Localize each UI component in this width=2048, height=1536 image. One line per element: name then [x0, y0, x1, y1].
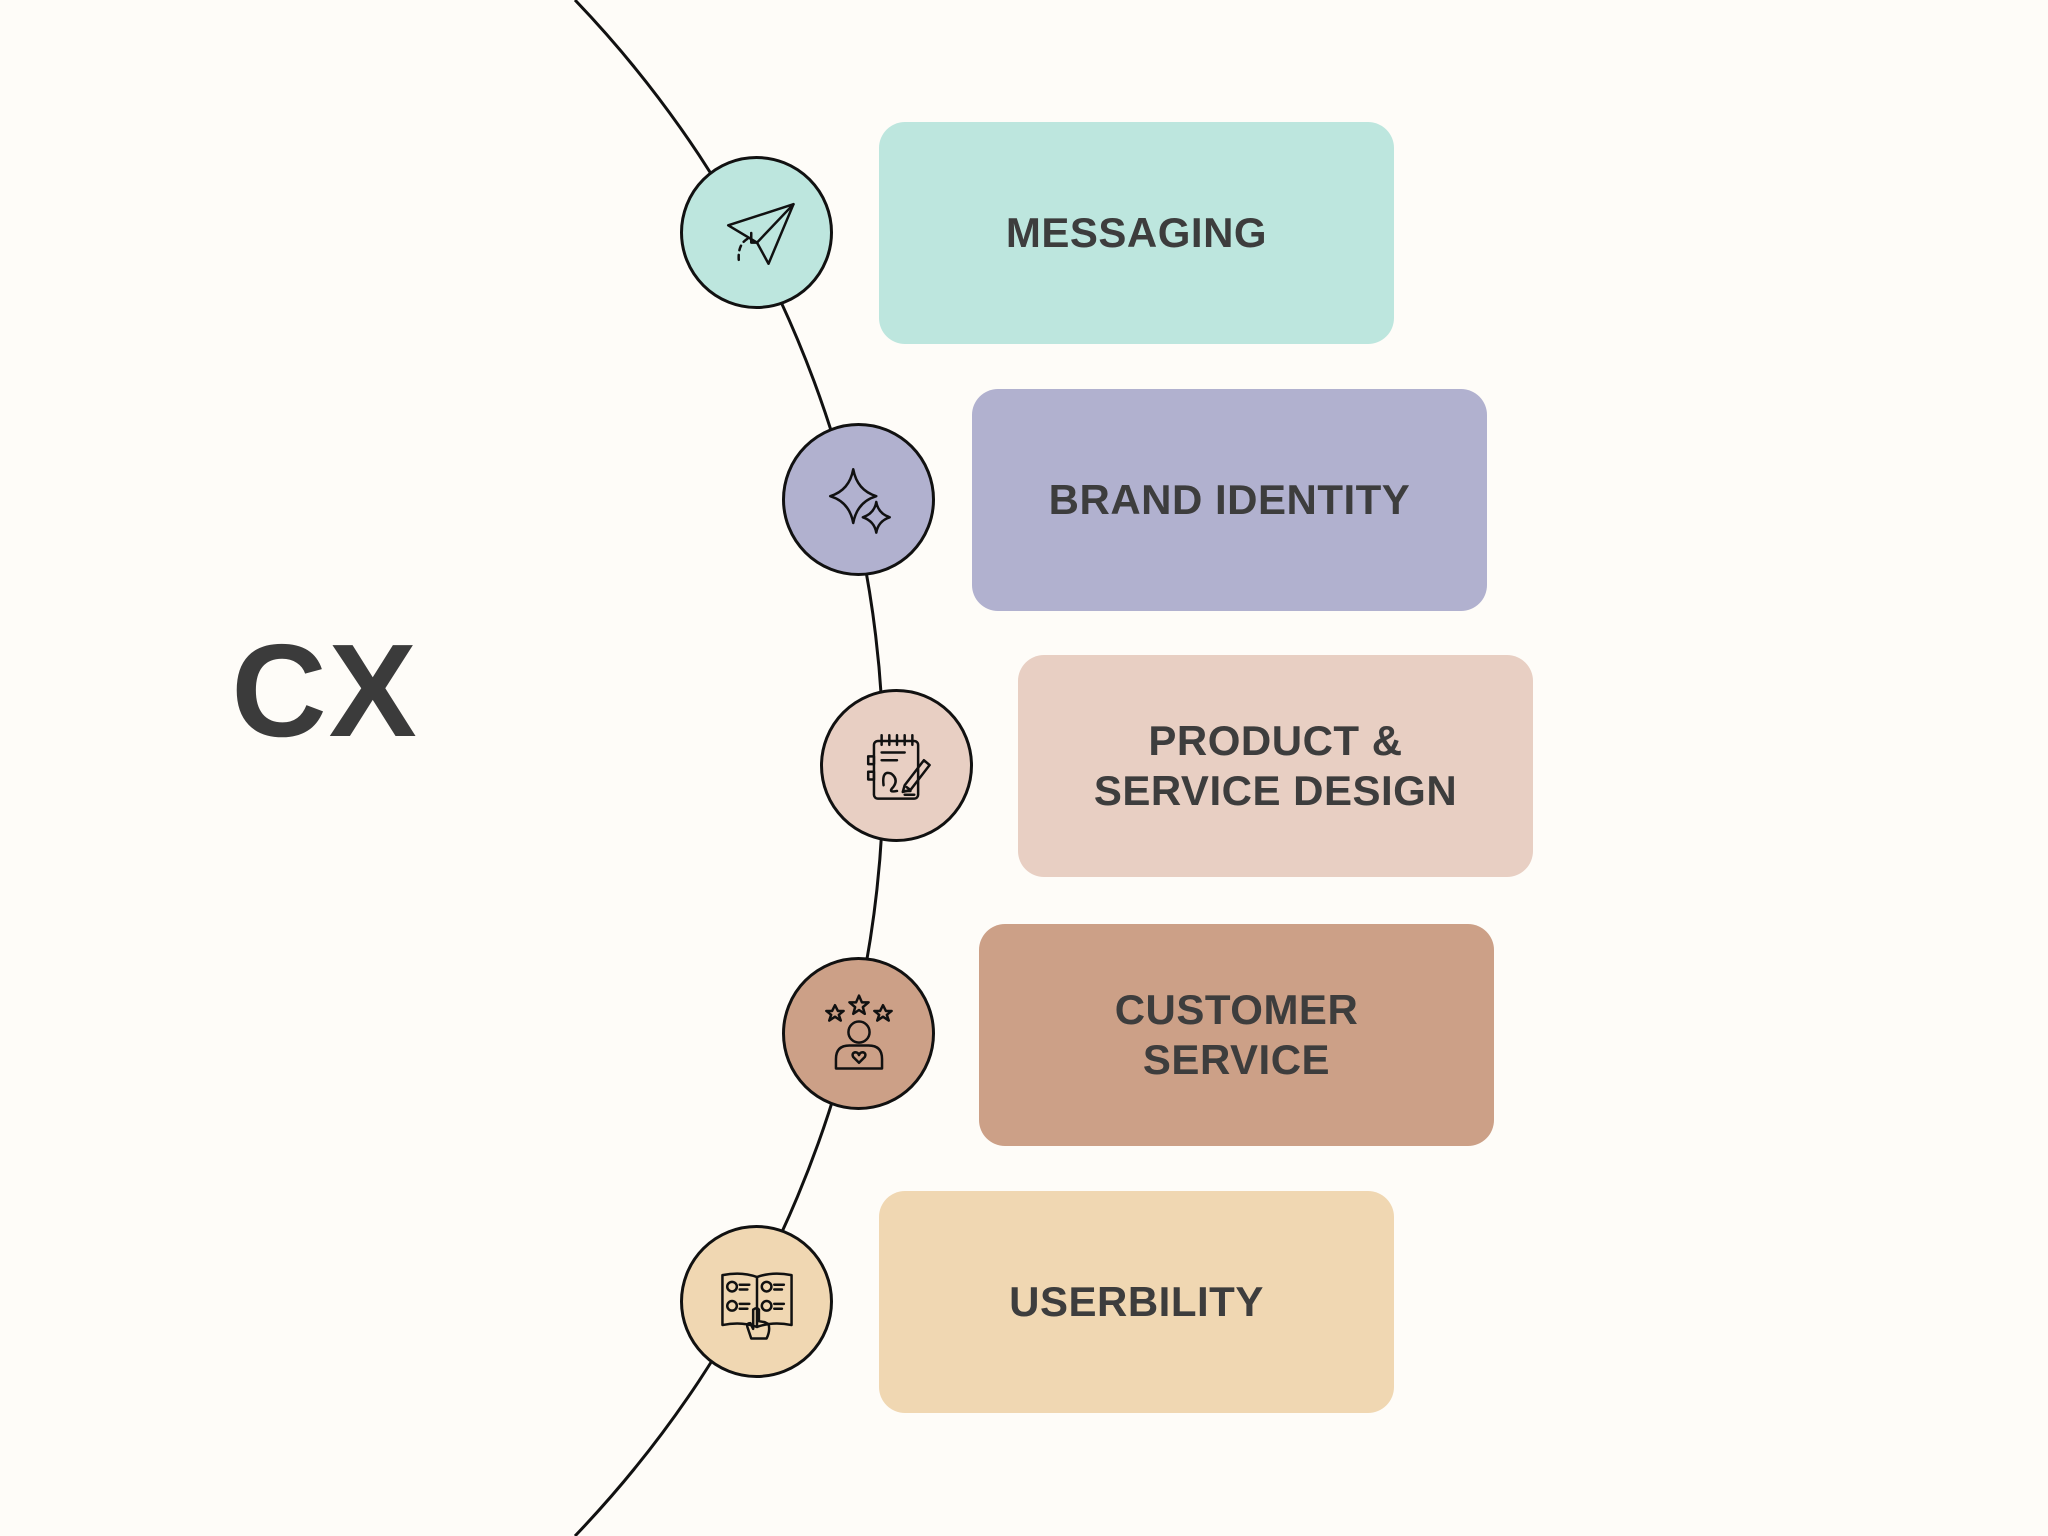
paper-plane-icon: [726, 202, 795, 265]
card-userbility: USERBILITY: [879, 1191, 1394, 1413]
center-title: CX: [231, 616, 419, 764]
card-messaging: MESSAGING: [879, 122, 1394, 344]
open-book-touch-icon: [720, 1271, 793, 1340]
card-brand-identity: BRAND IDENTITY: [972, 389, 1487, 611]
node-userbility: [680, 1225, 833, 1378]
node-brand-identity: [782, 423, 935, 576]
customer-stars-icon: [824, 993, 893, 1070]
notepad-pencil-icon: [866, 733, 931, 800]
node-product-service-design: [820, 689, 973, 842]
card-product-service-design: PRODUCT & SERVICE DESIGN: [1018, 655, 1533, 877]
card-customer-service: CUSTOMER SERVICE: [979, 924, 1494, 1146]
sparkle-icon: [828, 467, 891, 534]
node-customer-service: [782, 957, 935, 1110]
node-messaging: [680, 156, 833, 309]
